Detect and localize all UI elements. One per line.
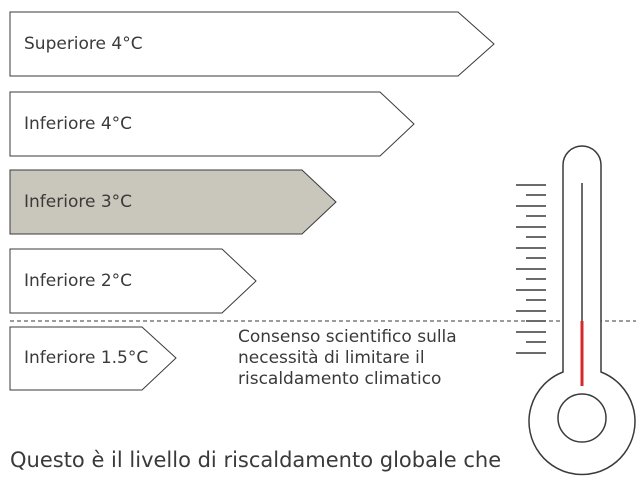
- level-arrow-inferiore-2: [9, 248, 257, 314]
- level-arrow-inferiore-4: [9, 91, 415, 157]
- level-label-inferiore-2: Inferiore 2°C: [24, 271, 133, 291]
- level-label-superiore-4: Superiore 4°C: [24, 34, 143, 54]
- level-label-inferiore-3: Inferiore 3°C: [24, 192, 133, 212]
- thermometer-scale-ticks: [516, 184, 546, 354]
- level-label-inferiore-1-5: Inferiore 1.5°C: [24, 348, 149, 368]
- consensus-note-line-2: necessità di limitare il: [238, 348, 425, 368]
- level-arrow-inferiore-1-5: [9, 326, 177, 391]
- consensus-note-line-3: riscaldamento climatico: [238, 369, 442, 389]
- level-arrow-inferiore-3: [9, 169, 337, 235]
- consensus-note: Consenso scientifico sulla necessità di …: [238, 327, 457, 390]
- thermometer-bulb-inner: [557, 393, 607, 443]
- level-arrow-superiore-4: [9, 11, 495, 77]
- caption-text: Questo è il livello di riscaldamento glo…: [10, 448, 502, 472]
- consensus-note-line-1: Consenso scientifico sulla: [238, 327, 457, 347]
- level-label-inferiore-4: Inferiore 4°C: [24, 114, 133, 134]
